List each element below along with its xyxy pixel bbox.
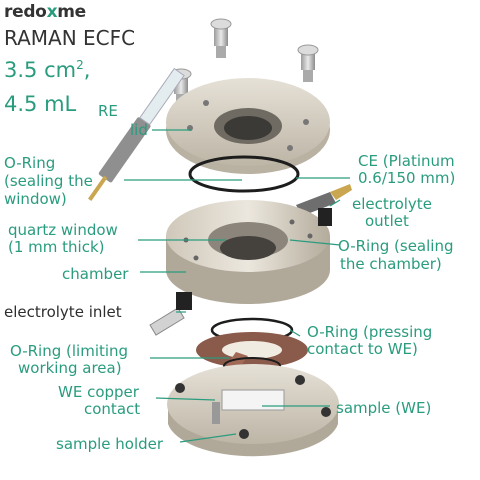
product-volume: 4.5 mL bbox=[4, 92, 77, 116]
label-oring-window-2: (sealing the bbox=[4, 172, 93, 190]
label-oring-limit-2: working area) bbox=[18, 359, 122, 377]
label-copper-1: WE copper bbox=[58, 383, 139, 401]
reference-electrode bbox=[88, 67, 185, 201]
label-holder: sample holder bbox=[56, 435, 164, 453]
chamber-part bbox=[166, 200, 330, 304]
label-re: RE bbox=[98, 102, 118, 120]
oring-upper bbox=[188, 155, 300, 193]
label-chamber: chamber bbox=[62, 265, 129, 283]
label-outlet-1: electrolyte bbox=[352, 195, 432, 213]
lid-part bbox=[166, 78, 330, 174]
counter-electrode bbox=[296, 184, 352, 216]
label-quartz-1: quartz window bbox=[8, 221, 118, 239]
label-oring-chamber-1: O-Ring (sealing bbox=[338, 237, 454, 255]
product-area: 3.5 cm2, bbox=[4, 58, 91, 82]
label-copper-2: contact bbox=[84, 400, 141, 418]
label-sample: sample (WE) bbox=[336, 399, 432, 417]
product-title: RAMAN ECFC bbox=[4, 26, 136, 50]
sample-holder-part bbox=[167, 364, 339, 457]
label-oring-press-2: contact to WE) bbox=[307, 340, 418, 358]
label-quartz-2: (1 mm thick) bbox=[8, 238, 105, 256]
leader-lines bbox=[124, 129, 350, 443]
label-oring-window-3: window) bbox=[4, 190, 67, 208]
brand-logo: redoxme bbox=[4, 2, 86, 22]
label-oring-limit-1: O-Ring (limiting bbox=[10, 342, 129, 360]
inlet-tube bbox=[149, 292, 192, 336]
label-lid: lid bbox=[130, 121, 148, 139]
label-outlet-2: outlet bbox=[365, 212, 409, 230]
label-inlet: electrolyte inlet bbox=[4, 303, 122, 321]
label-ce-1: CE (Platinum bbox=[358, 152, 455, 170]
label-oring-chamber-2: the chamber) bbox=[340, 255, 442, 273]
label-ce-2: 0.6/150 mm) bbox=[358, 169, 456, 187]
label-oring-window-1: O-Ring bbox=[4, 154, 56, 172]
label-oring-press-1: O-Ring (pressing bbox=[307, 323, 433, 341]
